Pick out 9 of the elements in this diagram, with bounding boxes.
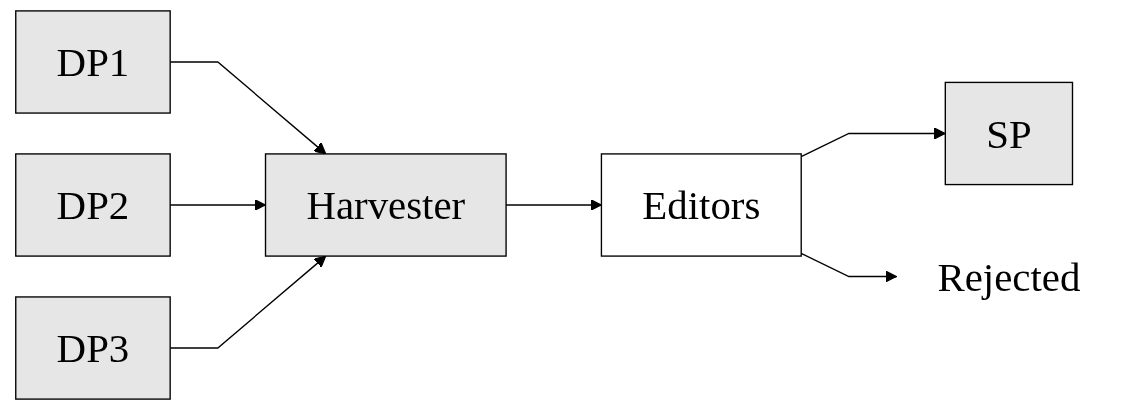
- node-text: Rejected: [937, 254, 1081, 299]
- arrow: [800, 127, 946, 158]
- node-box: SP: [944, 81, 1074, 186]
- node-box: DP2: [15, 153, 171, 257]
- node-box: DP3: [15, 296, 171, 400]
- arrow: [800, 252, 898, 283]
- node-box: Editors: [600, 153, 802, 257]
- node-box: DP1: [15, 10, 171, 114]
- node-box: Harvester: [264, 153, 507, 257]
